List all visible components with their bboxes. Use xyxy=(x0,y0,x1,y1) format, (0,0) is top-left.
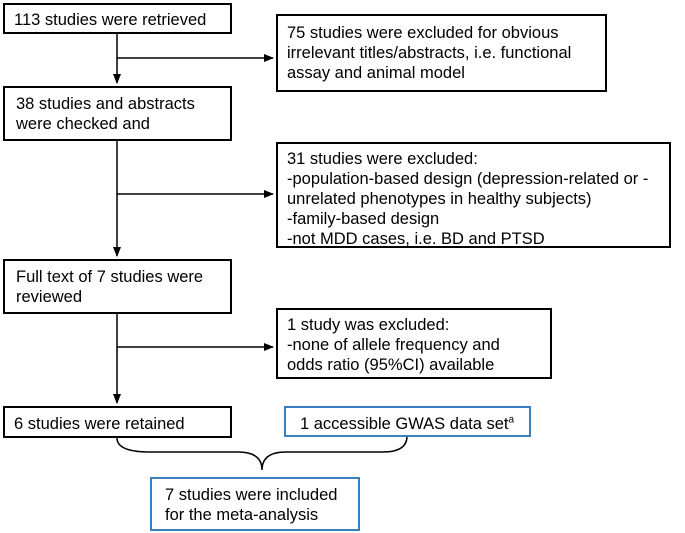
box-gwas: 1 accessible GWAS data seta xyxy=(284,406,531,437)
merge-brace xyxy=(116,435,408,471)
retrieved-text-line: 113 studies were retrieved xyxy=(14,11,207,29)
excluded-3-text-line: -none of allele frequency and xyxy=(287,336,500,354)
excluded-1-text-line: 75 studies were excluded for obvious xyxy=(287,24,559,42)
box-checked: 38 studies and abstracts were checked an… xyxy=(3,86,232,141)
excluded-2-text-line: -family-based design xyxy=(287,210,440,228)
excluded-2-text-line: 31 studies were excluded: xyxy=(287,150,478,168)
box-excluded-1: 75 studies were excluded for obvious irr… xyxy=(276,14,607,92)
excluded-2-text-line: unrelated phenotypes in healthy subjects… xyxy=(287,190,592,208)
gwas-text: 1 accessible GWAS data set xyxy=(300,415,509,433)
excluded-2-text-line: -population-based design (depression-rel… xyxy=(287,170,649,188)
checked-text-line: 38 studies and abstracts xyxy=(16,95,195,113)
gwas-text-line: 1 accessible GWAS data seta xyxy=(300,414,529,434)
excluded-3-text-line: 1 study was excluded: xyxy=(287,316,450,334)
fulltext-text-line: reviewed xyxy=(16,288,83,306)
box-included: 7 studies were included for the meta-ana… xyxy=(150,477,360,531)
included-text-line: 7 studies were included xyxy=(165,486,338,504)
retained-text-line: 6 studies were retained xyxy=(14,415,185,433)
excluded-2-text-line: -not MDD cases, i.e. BD and PTSD xyxy=(287,230,545,248)
excluded-3-text-line: odds ratio (95%CI) available xyxy=(287,356,495,374)
box-retained: 6 studies were retained xyxy=(3,406,232,438)
fulltext-text-line: Full text of 7 studies were xyxy=(16,268,204,286)
box-excluded-3: 1 study was excluded: -none of allele fr… xyxy=(276,308,552,379)
box-retrieved: 113 studies were retrieved xyxy=(3,3,232,34)
included-text-line: for the meta-analysis xyxy=(165,506,319,524)
gwas-footnote-marker: a xyxy=(508,414,515,426)
excluded-1-text-line: assay and animal model xyxy=(287,64,465,82)
checked-text-line: were checked and xyxy=(16,115,150,133)
box-excluded-2: 31 studies were excluded: -population-ba… xyxy=(276,142,671,248)
box-fulltext: Full text of 7 studies were reviewed xyxy=(3,259,232,314)
excluded-1-text-line: irrelevant titles/abstracts, i.e. functi… xyxy=(287,44,572,62)
